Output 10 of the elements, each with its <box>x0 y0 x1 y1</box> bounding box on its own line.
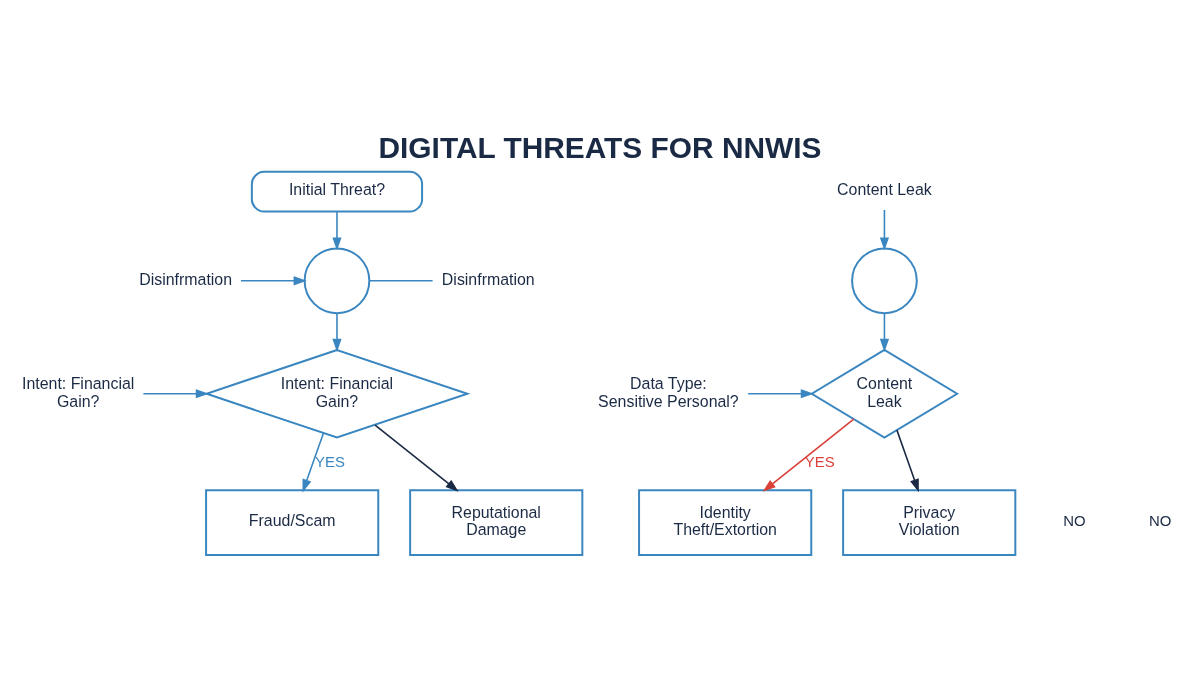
edge-label: YES <box>315 453 345 471</box>
label: NO <box>1063 512 1086 530</box>
edge-label: YES <box>804 453 835 471</box>
node-text: Disinfrmation <box>441 270 535 288</box>
label: NO <box>1148 512 1172 530</box>
node-text: Data Type: Sensitive Personal? <box>598 374 739 410</box>
node-text: Disinfrmation <box>139 270 233 288</box>
diagram-title: DIGITAL THREATS FOR NNWIS <box>378 130 822 164</box>
node-text: Intent: Financial Gain? <box>22 374 135 410</box>
node-text: Content Leak <box>837 181 932 199</box>
